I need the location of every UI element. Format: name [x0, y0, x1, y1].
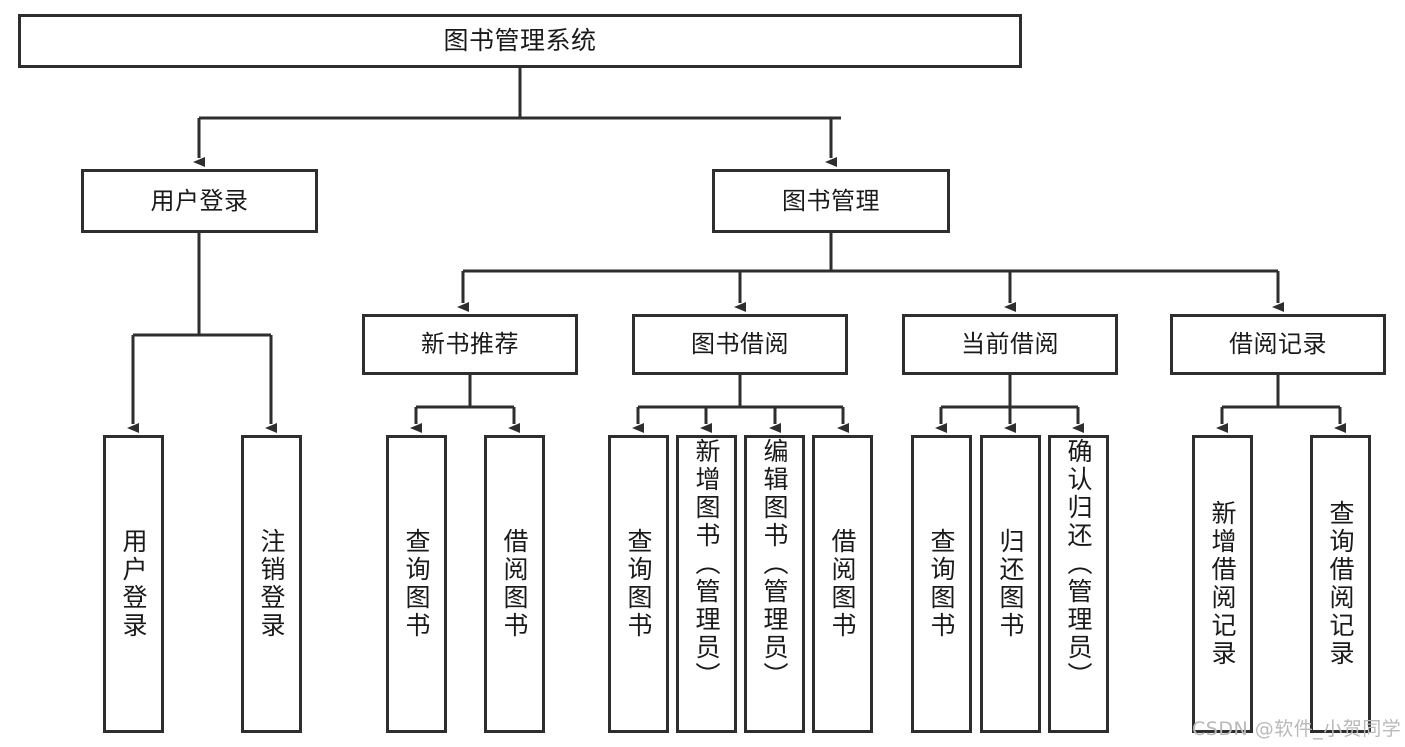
leaf-record-add[interactable]: 新增借阅记录 — [1192, 435, 1253, 733]
leaf-borrow-edit-book-label: 编辑图书（管理员） — [760, 438, 789, 690]
node-book-management[interactable]: 图书管理 — [712, 169, 950, 233]
leaf-current-confirm-return[interactable]: 确认归还（管理员） — [1048, 435, 1109, 733]
node-borrow-record[interactable]: 借阅记录 — [1170, 314, 1386, 375]
leaf-new-book-borrow-label: 借阅图书 — [500, 528, 529, 640]
leaf-record-query[interactable]: 查询借阅记录 — [1310, 435, 1371, 733]
leaf-current-return-book-label: 归还图书 — [996, 528, 1025, 640]
node-user-login[interactable]: 用户登录 — [81, 169, 318, 233]
leaf-user-login-signin-label: 用户登录 — [119, 528, 148, 640]
leaf-user-login-signin[interactable]: 用户登录 — [103, 435, 164, 733]
leaf-borrow-add-book[interactable]: 新增图书（管理员） — [676, 435, 737, 733]
node-new-book-recommend-label: 新书推荐 — [421, 330, 519, 359]
leaf-user-login-signout-label: 注销登录 — [257, 528, 286, 640]
node-book-borrow[interactable]: 图书借阅 — [632, 314, 848, 375]
leaf-borrow-add-book-label: 新增图书（管理员） — [692, 438, 721, 690]
leaf-current-return-book[interactable]: 归还图书 — [980, 435, 1041, 733]
node-borrow-record-label: 借阅记录 — [1229, 330, 1327, 359]
leaf-current-confirm-return-label: 确认归还（管理员） — [1064, 438, 1093, 690]
node-root-label: 图书管理系统 — [443, 26, 597, 56]
leaf-current-query-book[interactable]: 查询图书 — [911, 435, 972, 733]
node-root-library-system[interactable]: 图书管理系统 — [18, 14, 1022, 68]
leaf-record-query-label: 查询借阅记录 — [1326, 500, 1355, 668]
leaf-borrow-borrow-book[interactable]: 借阅图书 — [812, 435, 873, 733]
leaf-user-login-signout[interactable]: 注销登录 — [241, 435, 302, 733]
leaf-borrow-edit-book[interactable]: 编辑图书（管理员） — [744, 435, 805, 733]
node-user-login-label: 用户登录 — [150, 186, 249, 215]
node-book-management-label: 图书管理 — [782, 186, 880, 215]
leaf-new-book-borrow[interactable]: 借阅图书 — [484, 435, 545, 733]
leaf-borrow-query-book[interactable]: 查询图书 — [608, 435, 669, 733]
leaf-record-add-label: 新增借阅记录 — [1208, 500, 1237, 668]
leaf-borrow-borrow-book-label: 借阅图书 — [828, 528, 857, 640]
node-new-book-recommend[interactable]: 新书推荐 — [362, 314, 578, 375]
leaf-new-book-query[interactable]: 查询图书 — [386, 435, 447, 733]
leaf-new-book-query-label: 查询图书 — [402, 528, 431, 640]
leaf-borrow-query-book-label: 查询图书 — [624, 528, 653, 640]
node-current-borrow[interactable]: 当前借阅 — [902, 314, 1118, 375]
leaf-current-query-book-label: 查询图书 — [927, 528, 956, 640]
node-book-borrow-label: 图书借阅 — [691, 330, 789, 359]
node-current-borrow-label: 当前借阅 — [961, 330, 1059, 359]
